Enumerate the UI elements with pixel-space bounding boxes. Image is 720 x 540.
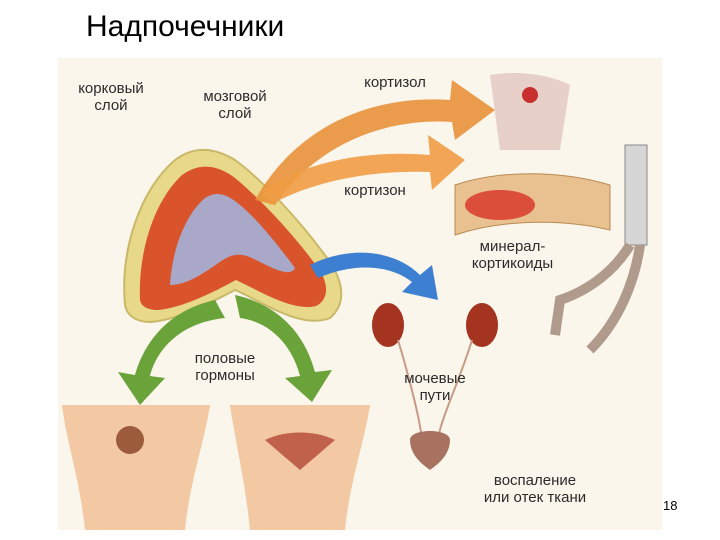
label-inflammation: воспаление или отек ткани — [483, 472, 587, 506]
page-number: 18 — [663, 498, 678, 513]
bladder — [410, 431, 450, 470]
circulatory-figure — [490, 73, 570, 150]
blue-arrow — [310, 252, 438, 300]
heart — [522, 87, 538, 103]
label-urinary-tract: мочевые пути — [404, 370, 466, 404]
kidney-left — [372, 303, 404, 347]
female-organ — [265, 432, 335, 470]
cortisol-arrow — [255, 80, 495, 205]
inflammation-spot — [465, 190, 535, 220]
label-medulla: мозговой слой — [203, 88, 267, 122]
bronchi — [550, 242, 645, 354]
slide-title: Надпочечники — [86, 10, 285, 43]
trachea — [624, 144, 648, 246]
label-cortex: корковый слой — [78, 80, 144, 114]
green-arrow-right — [235, 295, 332, 402]
adrenal-medulla — [170, 194, 295, 285]
cortisone-arrow — [262, 135, 465, 205]
green-arrow-left — [118, 300, 225, 405]
label-cortisone: кортизон — [344, 182, 406, 199]
label-cortisol: кортизол — [364, 74, 426, 91]
label-mineralocorticoids: минерал- кортикоиды — [471, 238, 554, 272]
kidney-right — [466, 303, 498, 347]
label-sex-hormones: половые гормоны — [194, 350, 256, 384]
male-pelvis — [62, 405, 210, 530]
male-organ — [116, 426, 144, 454]
